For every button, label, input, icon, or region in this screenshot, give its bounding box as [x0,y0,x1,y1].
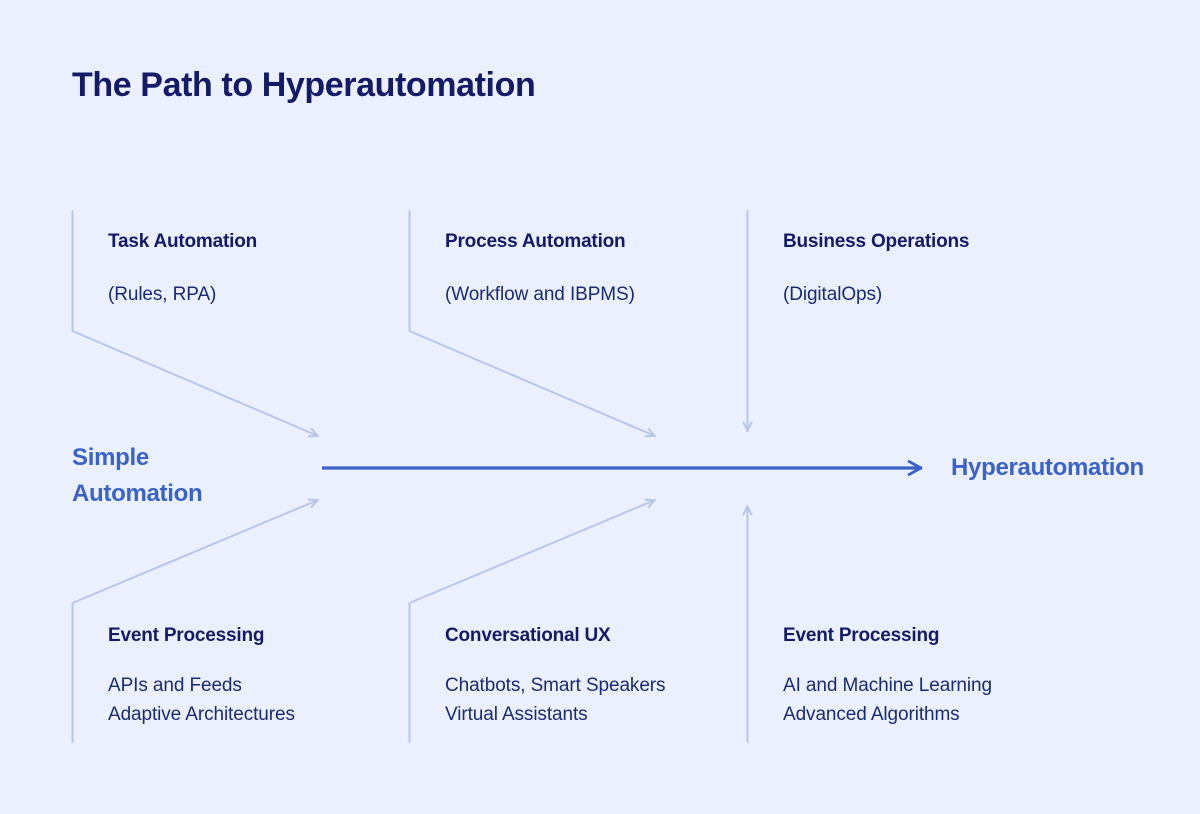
stage-top-process-automation: Process Automation (Workflow and IBPMS) [445,231,755,309]
stage-title: Event Processing [108,625,265,646]
axis-end-label: Hyperautomation [951,454,1144,481]
stage-title: Conversational UX [445,625,611,646]
page-title: The Path to Hyperautomation [72,66,536,104]
axis-start-label: Simple Automation [72,444,203,507]
stage-top-task-automation: Task Automation (Rules, RPA) [108,231,418,309]
stage-title: Business Operations [783,231,970,252]
stage-top-business-operations: Business Operations (DigitalOps) [783,231,1093,309]
stage-bottom-ai-machine-learning: Event Processing AI and Machine Learning… [783,625,1093,729]
stage-description: Chatbots, Smart Speakers Virtual Assista… [445,675,666,725]
stage-title: Process Automation [445,231,626,252]
stage-description: (DigitalOps) [783,284,883,305]
stage-description: AI and Machine Learning Advanced Algorit… [783,675,992,725]
stage-title: Task Automation [108,231,258,252]
stage-description: (Rules, RPA) [108,284,217,305]
stage-bottom-conversational-ux: Conversational UX Chatbots, Smart Speake… [445,625,755,729]
stage-description: (Workflow and IBPMS) [445,284,635,305]
stage-bottom-event-processing: Event Processing APIs and Feeds Adaptive… [108,625,418,729]
stage-title: Event Processing [783,625,940,646]
stage-description: APIs and Feeds Adaptive Architectures [108,675,295,725]
